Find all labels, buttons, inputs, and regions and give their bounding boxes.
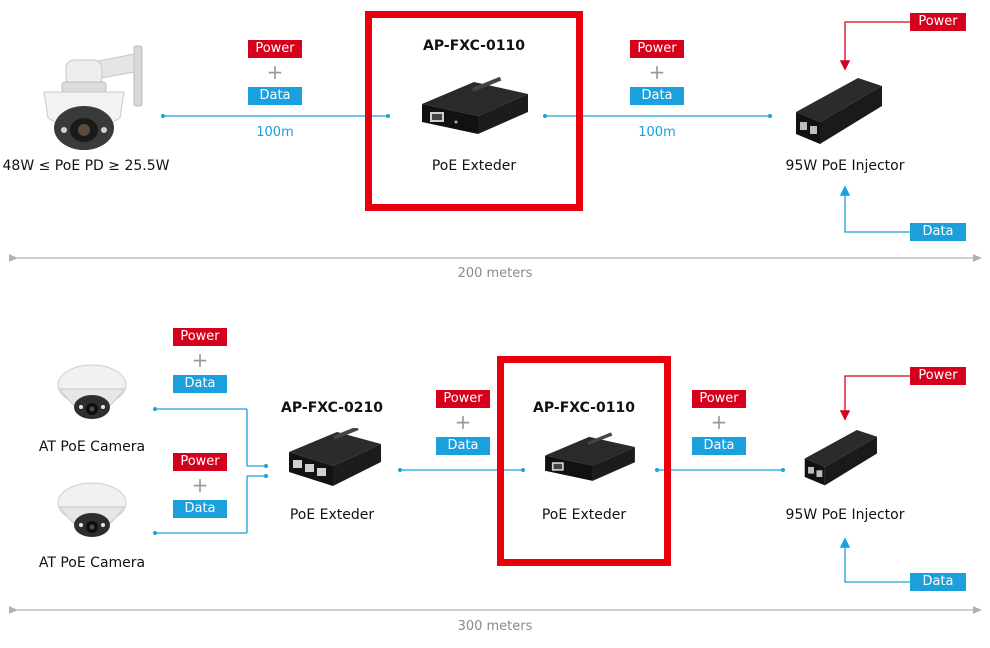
switch-model: AP-FXC-0210 [281,400,383,416]
injector-power-tag-2: Power [910,367,966,385]
data-tag-4: Data [692,437,746,455]
plus-sign-3: + [454,410,472,434]
distance-total-300: 300 meters [457,619,533,634]
extender-model: AP-FXC-0110 [423,38,525,54]
switch-label: PoE Exteder [289,507,375,523]
ptz-camera-icon [43,45,143,150]
highlight-box [365,11,583,211]
plus-sign-2: + [648,60,666,84]
camera-label: 48W ≤ PoE PD ≥ 25.5W [2,158,170,174]
data-input-line-2 [839,537,910,583]
data-tag: Data [248,87,302,105]
extender-label: PoE Exteder [431,158,517,174]
power-tag-3: Power [436,390,490,408]
power-tag-2: Power [630,40,684,58]
injector-label-2: 95W PoE Injector [785,507,905,523]
extender-label-2: PoE Exteder [541,507,627,523]
poe-injector-icon [796,78,882,144]
data-tag-2: Data [630,87,684,105]
poe-extender-icon [422,76,528,134]
distance-label-left: 100m [256,125,294,140]
power-input-line-2 [839,375,910,421]
extender-model-2: AP-FXC-0110 [533,400,635,416]
camera1-label: AT PoE Camera [38,439,146,455]
data-input-line [839,185,910,233]
power-tag: Power [248,40,302,58]
power-tag-4: Power [692,390,746,408]
highlight-box-2 [497,356,671,566]
dome-camera-icon [57,364,127,419]
data-tag-cam1: Data [173,375,227,393]
poe-extender-icon [545,432,635,481]
distance-total-200: 200 meters [457,266,533,281]
injector-power-tag: Power [910,13,966,31]
plus-sign-4: + [710,410,728,434]
camera2-label: AT PoE Camera [38,555,146,571]
data-tag-3: Data [436,437,490,455]
plus-sign: + [266,60,284,84]
data-tag-cam2: Data [173,500,227,518]
injector-data-tag-2: Data [910,573,966,591]
power-input-line [839,21,910,71]
injector-label: 95W PoE Injector [785,158,905,174]
power-tag-cam2: Power [173,453,227,471]
plus-sign-cam2: + [191,473,209,497]
injector-data-tag: Data [910,223,966,241]
plus-sign-cam1: + [191,348,209,372]
poe-injector-icon [804,429,877,486]
power-tag-cam1: Power [173,328,227,346]
poe-switch-icon [289,428,381,486]
distance-label-right: 100m [638,125,676,140]
dome-camera-icon [57,482,127,537]
